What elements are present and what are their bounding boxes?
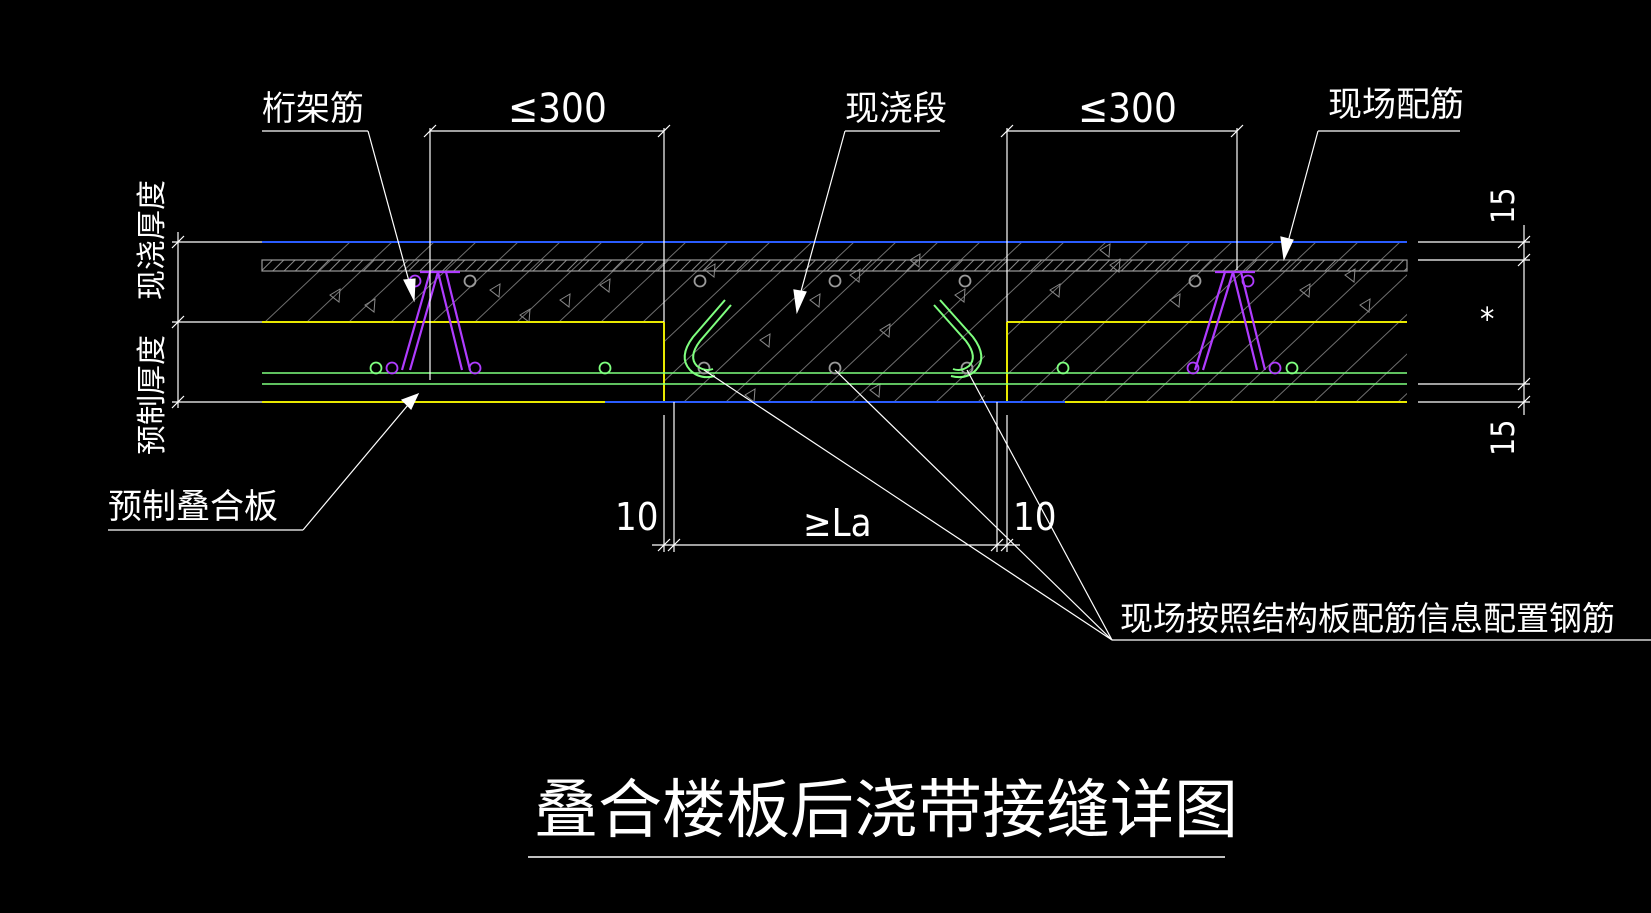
rebar-section-circle xyxy=(693,274,707,288)
dim-bottom-cover: 15 xyxy=(1484,419,1522,456)
aggregate-triangle xyxy=(1169,293,1181,308)
aggregate-triangle xyxy=(1299,283,1311,298)
cast-thickness-label: 现浇厚度 xyxy=(135,180,170,300)
site-top-rebar-hatched-band xyxy=(261,259,1408,272)
aggregate-triangle xyxy=(759,333,771,348)
dim-right-max: ≤300 xyxy=(1078,86,1177,132)
dimension-lines xyxy=(171,124,1531,552)
hook-bar-left xyxy=(683,299,732,379)
aggregate-triangle xyxy=(559,293,571,308)
aggregate-triangle xyxy=(1049,283,1061,298)
aggregate-triangle xyxy=(1099,243,1111,258)
aggregate-triangle xyxy=(599,278,611,293)
slab-lines xyxy=(261,241,1408,403)
rebar-section-circle xyxy=(1188,274,1202,288)
rebar-section-circle xyxy=(1186,361,1200,375)
rebar-section-circle xyxy=(598,361,612,375)
aggregate-triangle xyxy=(1359,298,1371,313)
precast-thickness-label: 预制厚度 xyxy=(135,335,170,455)
rebar-sections xyxy=(369,274,1299,375)
rebar-section-circle xyxy=(1268,361,1282,375)
site-rebar-label: 现场配筋 xyxy=(1328,85,1464,125)
truss-rebar-label: 桁架筋 xyxy=(262,89,364,129)
aggregate-triangle xyxy=(744,388,756,402)
aggregate-triangle xyxy=(879,323,891,338)
rebar-section-circle xyxy=(828,361,842,375)
dim-gap-left: 10 xyxy=(615,495,659,539)
hatch-line xyxy=(1440,242,1610,402)
rebar-section-circle xyxy=(960,361,974,375)
dim-left-max: ≤300 xyxy=(508,86,607,132)
dim-top-cover: 15 xyxy=(1484,187,1522,224)
rebar-section-circle xyxy=(369,361,383,375)
aggregate-triangle xyxy=(364,298,376,313)
rebar-section-circle xyxy=(1056,361,1070,375)
drawing-title: 叠合楼板后浇带接缝详图 xyxy=(534,774,1238,848)
dim-middle: * xyxy=(1480,300,1494,338)
rebar-section-circle xyxy=(958,274,972,288)
precast-slab-label: 预制叠合板 xyxy=(108,487,278,527)
hook-bar-right xyxy=(933,299,983,379)
rebar-section-circle xyxy=(1241,274,1255,288)
aggregate-triangle xyxy=(954,288,966,303)
truss-rebar-right xyxy=(1193,270,1267,371)
rebar-section-circle xyxy=(468,361,482,375)
rebar-section-circle xyxy=(463,274,477,288)
leader-lines xyxy=(108,130,1651,858)
aggregate-triangle xyxy=(849,268,861,283)
aggregate-triangle xyxy=(489,283,501,298)
rebar-section-circle xyxy=(1285,361,1299,375)
dim-gap-right: 10 xyxy=(1013,495,1057,539)
aggregate-triangle xyxy=(1344,268,1356,283)
rebar-section-circle xyxy=(828,274,842,288)
hatch-line xyxy=(1355,242,1407,402)
rebar-section-circle xyxy=(385,361,399,375)
truss-rebar-left xyxy=(400,270,472,371)
dim-anchorage: ≥La xyxy=(803,501,872,545)
aggregate-triangle xyxy=(519,308,531,323)
cast-in-place-segment-label: 现浇段 xyxy=(845,89,947,129)
rebar-note-label: 现场按照结构板配筋信息配置钢筋 xyxy=(1120,599,1615,638)
aggregate-triangle xyxy=(329,288,341,303)
aggregate-triangle xyxy=(809,293,821,308)
aggregate-triangle xyxy=(869,383,881,398)
